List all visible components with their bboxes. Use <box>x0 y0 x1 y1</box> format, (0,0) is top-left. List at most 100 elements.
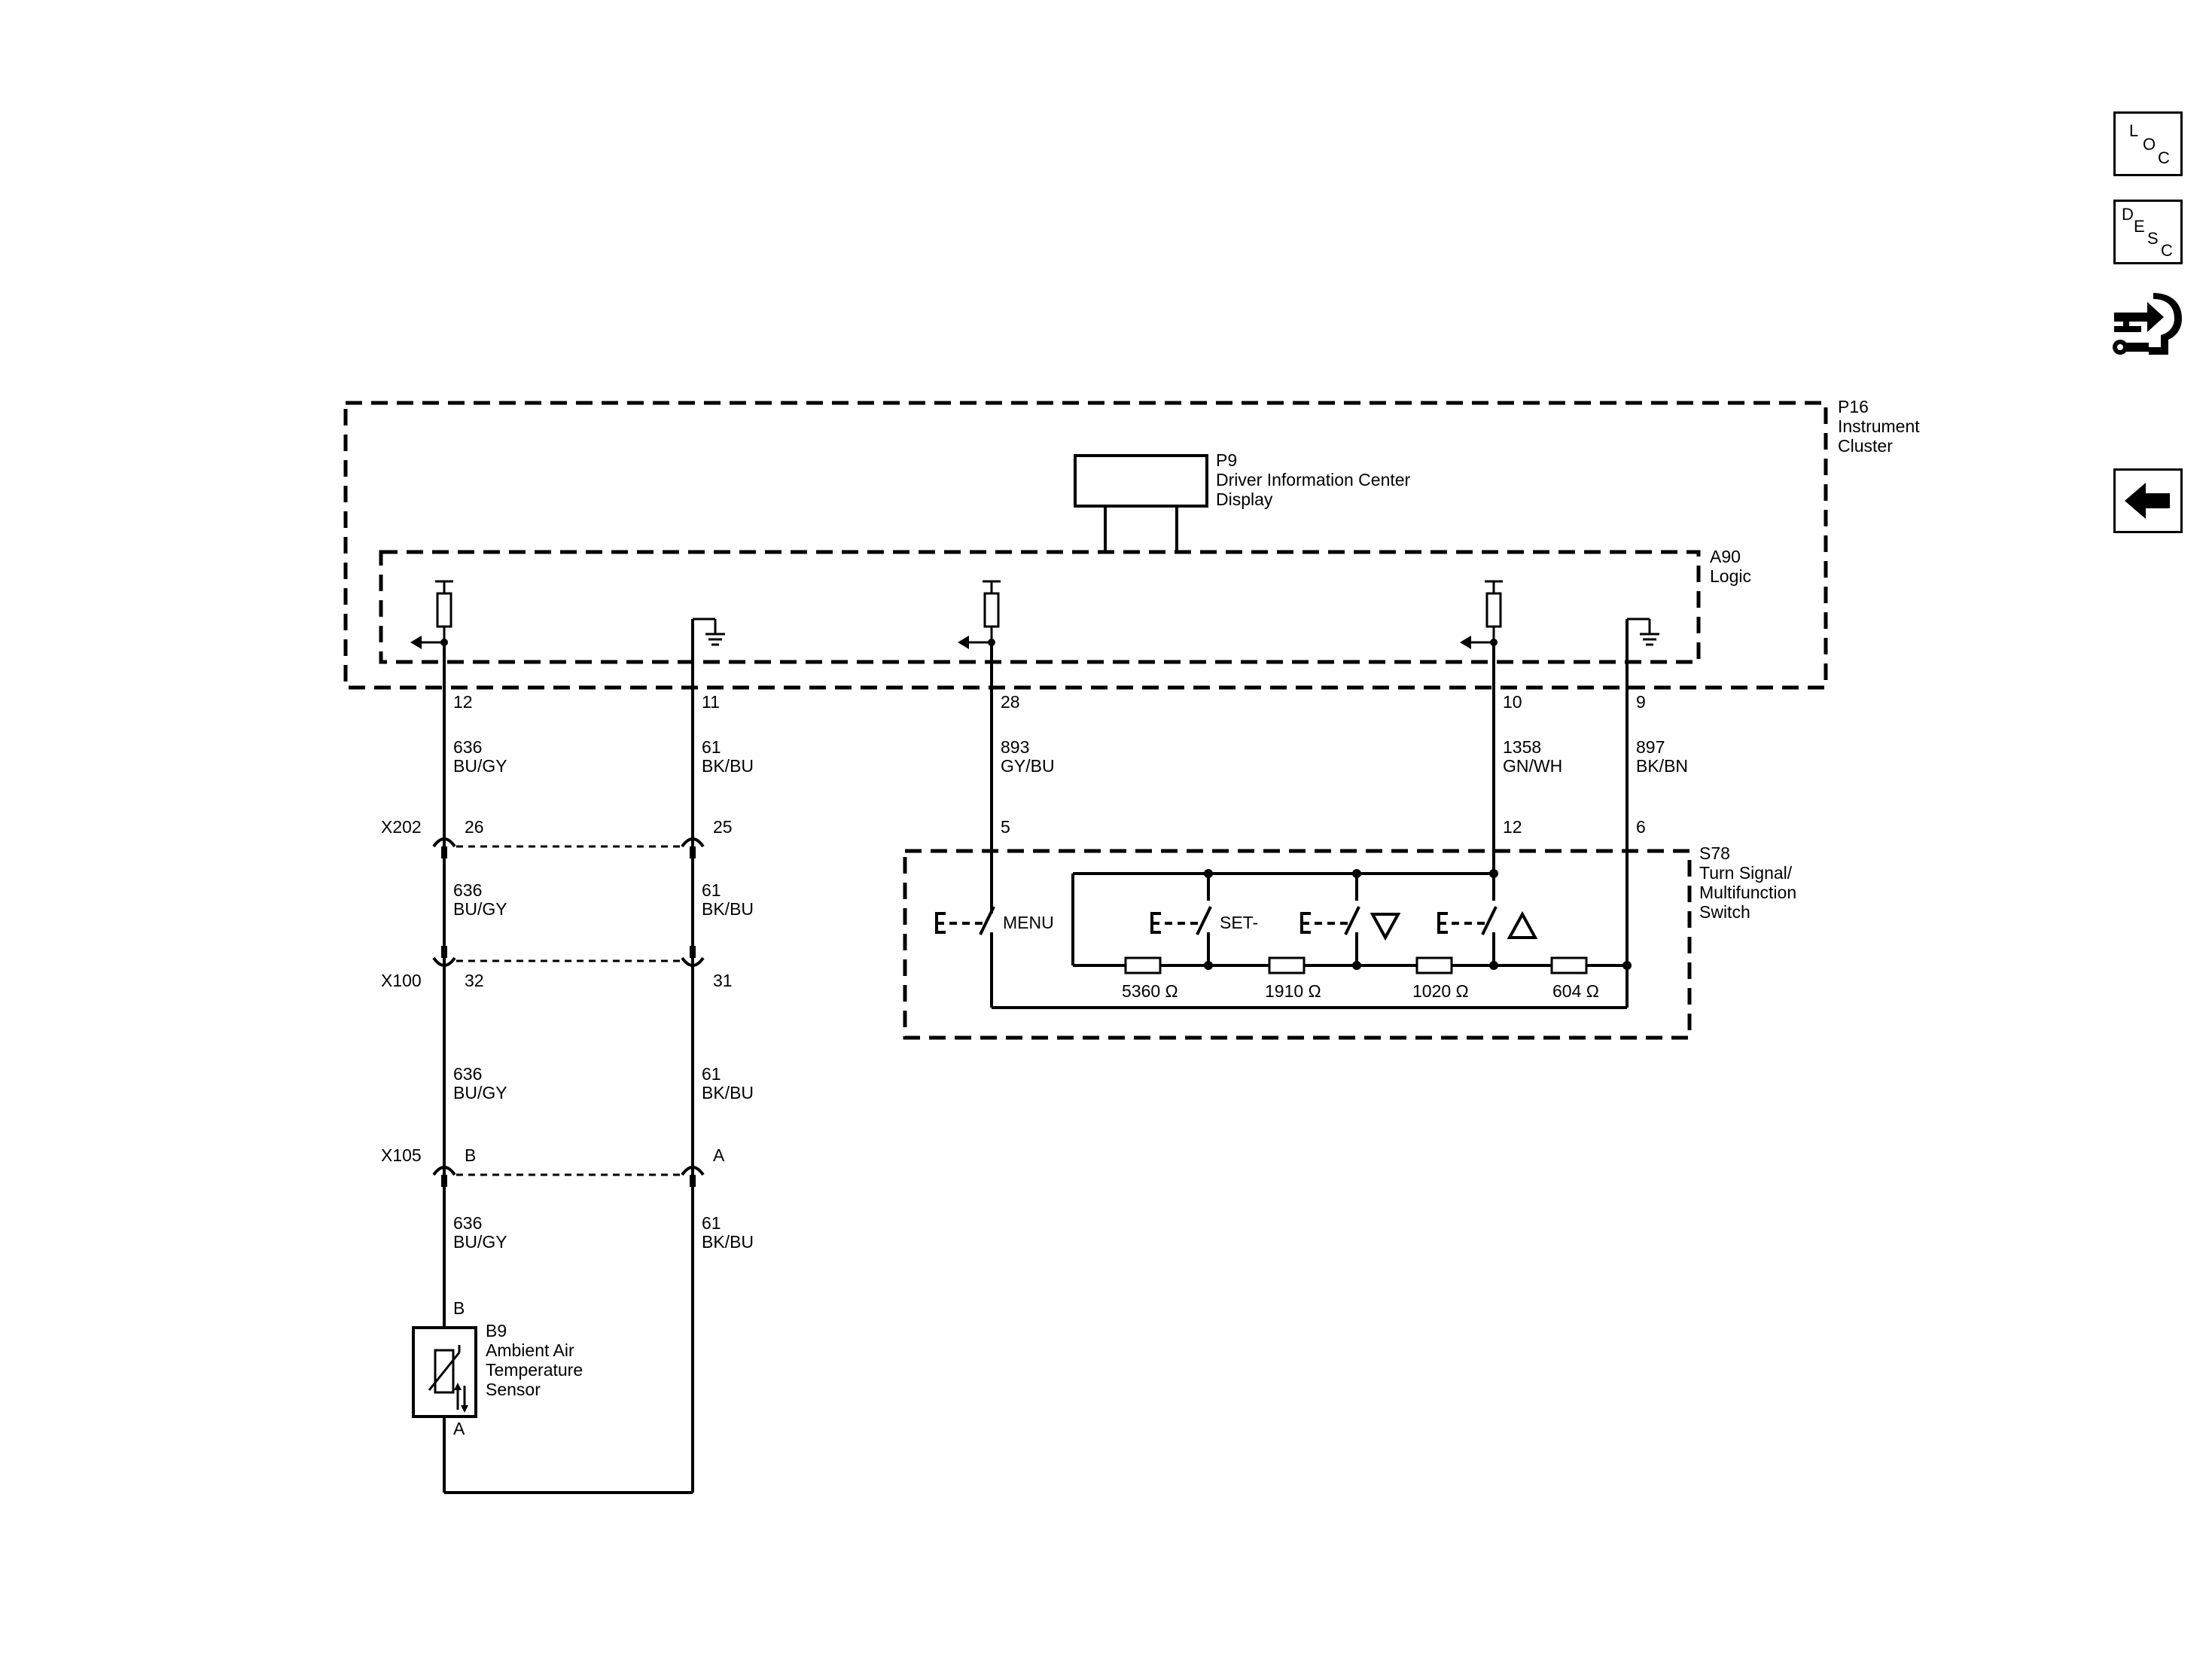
x202-pin-right: 25 <box>713 817 733 837</box>
wire-label-circuit: 897 <box>1636 737 1665 757</box>
arrow-left-icon <box>2125 483 2170 519</box>
pin-12: 12 <box>453 692 473 712</box>
wire-label-color: BU/GY <box>453 1232 507 1252</box>
s78-pin-6: 6 <box>1636 817 1646 837</box>
loc-button[interactable]: L O C <box>2113 111 2183 176</box>
wire-label-circuit: 1358 <box>1503 737 1541 757</box>
up-triangle-icon <box>1507 910 1538 939</box>
wire-label-color: BK/BU <box>702 756 754 776</box>
resistor-1020-label: 1020 Ω <box>1412 981 1469 1001</box>
wire-label-circuit: 61 <box>702 1213 721 1233</box>
wire-label-circuit: 636 <box>453 1213 482 1233</box>
pin-10: 10 <box>1503 692 1522 712</box>
ground-pin11 <box>693 618 725 646</box>
x100-id: X100 <box>381 971 422 990</box>
resistor-5360-label: 5360 Ω <box>1122 981 1178 1001</box>
wire-label-circuit: 636 <box>453 880 482 900</box>
s78-pin-5: 5 <box>1001 817 1010 837</box>
x202-id: X202 <box>381 817 422 837</box>
wire-label-circuit: 893 <box>1001 737 1029 757</box>
resistor-1020 <box>1415 956 1453 974</box>
loc-letter-o: O <box>2143 135 2156 154</box>
s78-line1: Turn Signal/ <box>1699 863 1793 883</box>
b9-line2: Temperature <box>486 1360 583 1380</box>
p9-line2: Display <box>1216 489 1273 509</box>
pin-11: 11 <box>702 692 720 712</box>
menu-switch <box>935 906 995 935</box>
b9-line3: Sensor <box>486 1380 541 1399</box>
desc-letter-s: S <box>2147 229 2159 248</box>
a90-logic-box <box>379 550 1701 664</box>
connector-tool-button[interactable] <box>2108 282 2188 365</box>
x105-pin-left: B <box>465 1145 476 1165</box>
loc-letter-c: C <box>2158 148 2170 167</box>
wire-label-color: GY/BU <box>1001 756 1055 776</box>
wire-label-circuit: 61 <box>702 737 721 757</box>
s78-line2: Multifunction <box>1699 883 1796 902</box>
s78-pin-12: 12 <box>1503 817 1522 837</box>
menu-switch-label: MENU <box>1003 913 1054 932</box>
wire-label-circuit: 636 <box>453 737 482 757</box>
a90-line1: Logic <box>1710 566 1751 586</box>
wire-label-color: BU/GY <box>453 756 507 776</box>
wire-label-color: BU/GY <box>453 899 507 919</box>
b9-line1: Ambient Air <box>486 1340 574 1360</box>
wire-label-color: GN/WH <box>1503 756 1562 776</box>
desc-letter-d: D <box>2122 205 2134 224</box>
p16-line2: Cluster <box>1838 436 1893 456</box>
down-triangle-icon <box>1370 913 1401 941</box>
wire-label-circuit: 636 <box>453 1064 482 1084</box>
p16-line1: Instrument <box>1838 416 1920 436</box>
desc-button[interactable]: D E S C <box>2113 200 2183 264</box>
b9-pin-bottom: A <box>453 1419 465 1438</box>
pin-28: 28 <box>1001 692 1020 712</box>
pullup-pin10 <box>1460 580 1503 649</box>
resistor-5360 <box>1124 956 1162 974</box>
desc-letter-c: C <box>2161 241 2173 260</box>
s78-id: S78 <box>1699 843 1730 863</box>
x105-pin-right: A <box>713 1145 725 1165</box>
wire-label-color: BK/BU <box>702 1083 754 1102</box>
p16-instrument-cluster-box <box>343 401 1828 690</box>
s78-line3: Switch <box>1699 902 1750 922</box>
resistor-604 <box>1550 956 1588 974</box>
connector-x100 <box>432 946 705 967</box>
b9-id: B9 <box>486 1321 507 1340</box>
p9-line1: Driver Information Center <box>1216 470 1411 489</box>
loc-letter-l: L <box>2129 121 2139 140</box>
x100-pin-left: 32 <box>465 971 484 990</box>
plug-wrench-icon <box>2113 293 2182 355</box>
x100-pin-right: 31 <box>713 971 733 990</box>
p9-id: P9 <box>1216 450 1237 470</box>
set-switch-label: SET- <box>1220 913 1258 932</box>
back-button[interactable] <box>2113 468 2183 533</box>
pullup-pin28 <box>958 580 1001 649</box>
resistor-1910-label: 1910 Ω <box>1265 981 1321 1001</box>
desc-letter-e: E <box>2134 217 2145 236</box>
wire-label-color: BU/GY <box>453 1083 507 1102</box>
connector-x202 <box>432 837 705 858</box>
x202-pin-left: 26 <box>465 817 484 837</box>
down-switch <box>1300 906 1360 935</box>
wire-label-color: BK/BU <box>702 899 754 919</box>
connector-x105 <box>432 1166 705 1187</box>
up-switch <box>1437 906 1498 935</box>
resistor-604-label: 604 Ω <box>1552 981 1599 1001</box>
s78-switch-box <box>903 849 1692 1040</box>
wire-label-color: BK/BU <box>702 1232 754 1252</box>
wire-label-circuit: 61 <box>702 1064 721 1084</box>
b9-pin-top: B <box>453 1298 465 1318</box>
wire-label-circuit: 61 <box>702 880 721 900</box>
pullup-pin12 <box>410 580 453 649</box>
p16-id: P16 <box>1838 397 1869 416</box>
ground-pin9 <box>1627 618 1659 646</box>
p9-display-box <box>1074 454 1208 508</box>
resistor-1910 <box>1268 956 1306 974</box>
pin-9: 9 <box>1636 692 1646 712</box>
x105-id: X105 <box>381 1145 422 1165</box>
wire-label-color: BK/BN <box>1636 756 1688 776</box>
b9-thermistor-symbol <box>412 1326 477 1418</box>
a90-id: A90 <box>1710 547 1741 566</box>
set-switch <box>1150 906 1212 935</box>
